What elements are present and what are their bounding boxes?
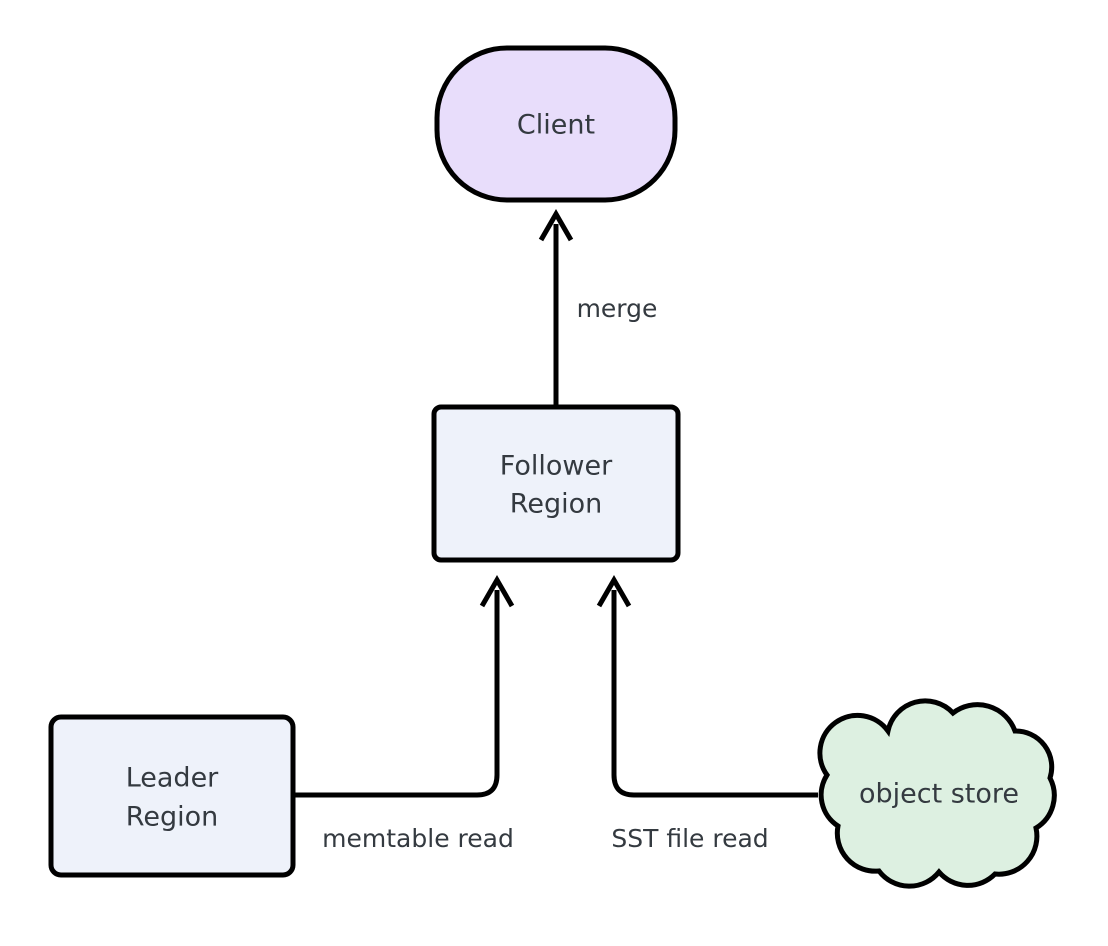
edge-leader-to-follower: memtable read: [293, 574, 515, 853]
edge-label-sst-file-read: SST file read: [611, 824, 768, 853]
edge-line-sst-file-read: [611, 590, 818, 798]
node-client[interactable]: Client: [434, 45, 678, 203]
node-follower-region[interactable]: Follower Region: [431, 404, 681, 563]
arrowhead-up-icon: [479, 574, 515, 608]
object-store-shape[interactable]: [817, 698, 1057, 889]
leader-region-label-line1: Leader: [126, 763, 219, 794]
leader-region-shape[interactable]: [48, 714, 296, 878]
edge-label-merge: merge: [577, 294, 658, 323]
edge-objectstore-to-follower: SST file read: [596, 574, 818, 853]
client-label: Client: [517, 110, 595, 141]
follower-region-label-line1: Follower: [500, 451, 613, 482]
object-store-label: object store: [859, 779, 1019, 810]
edge-label-memtable-read: memtable read: [322, 824, 514, 853]
client-shape[interactable]: [434, 45, 678, 203]
arrowhead-up-icon: [596, 574, 632, 608]
node-object-store[interactable]: object store: [817, 698, 1057, 889]
edge-follower-to-client: merge: [538, 208, 658, 407]
edge-line-memtable-read: [293, 590, 500, 798]
follower-region-shape[interactable]: [431, 404, 681, 563]
follower-region-label-line2: Region: [510, 489, 602, 520]
node-leader-region[interactable]: Leader Region: [48, 714, 296, 878]
leader-region-label-line2: Region: [126, 802, 218, 833]
arrowhead-up-icon: [538, 208, 574, 242]
